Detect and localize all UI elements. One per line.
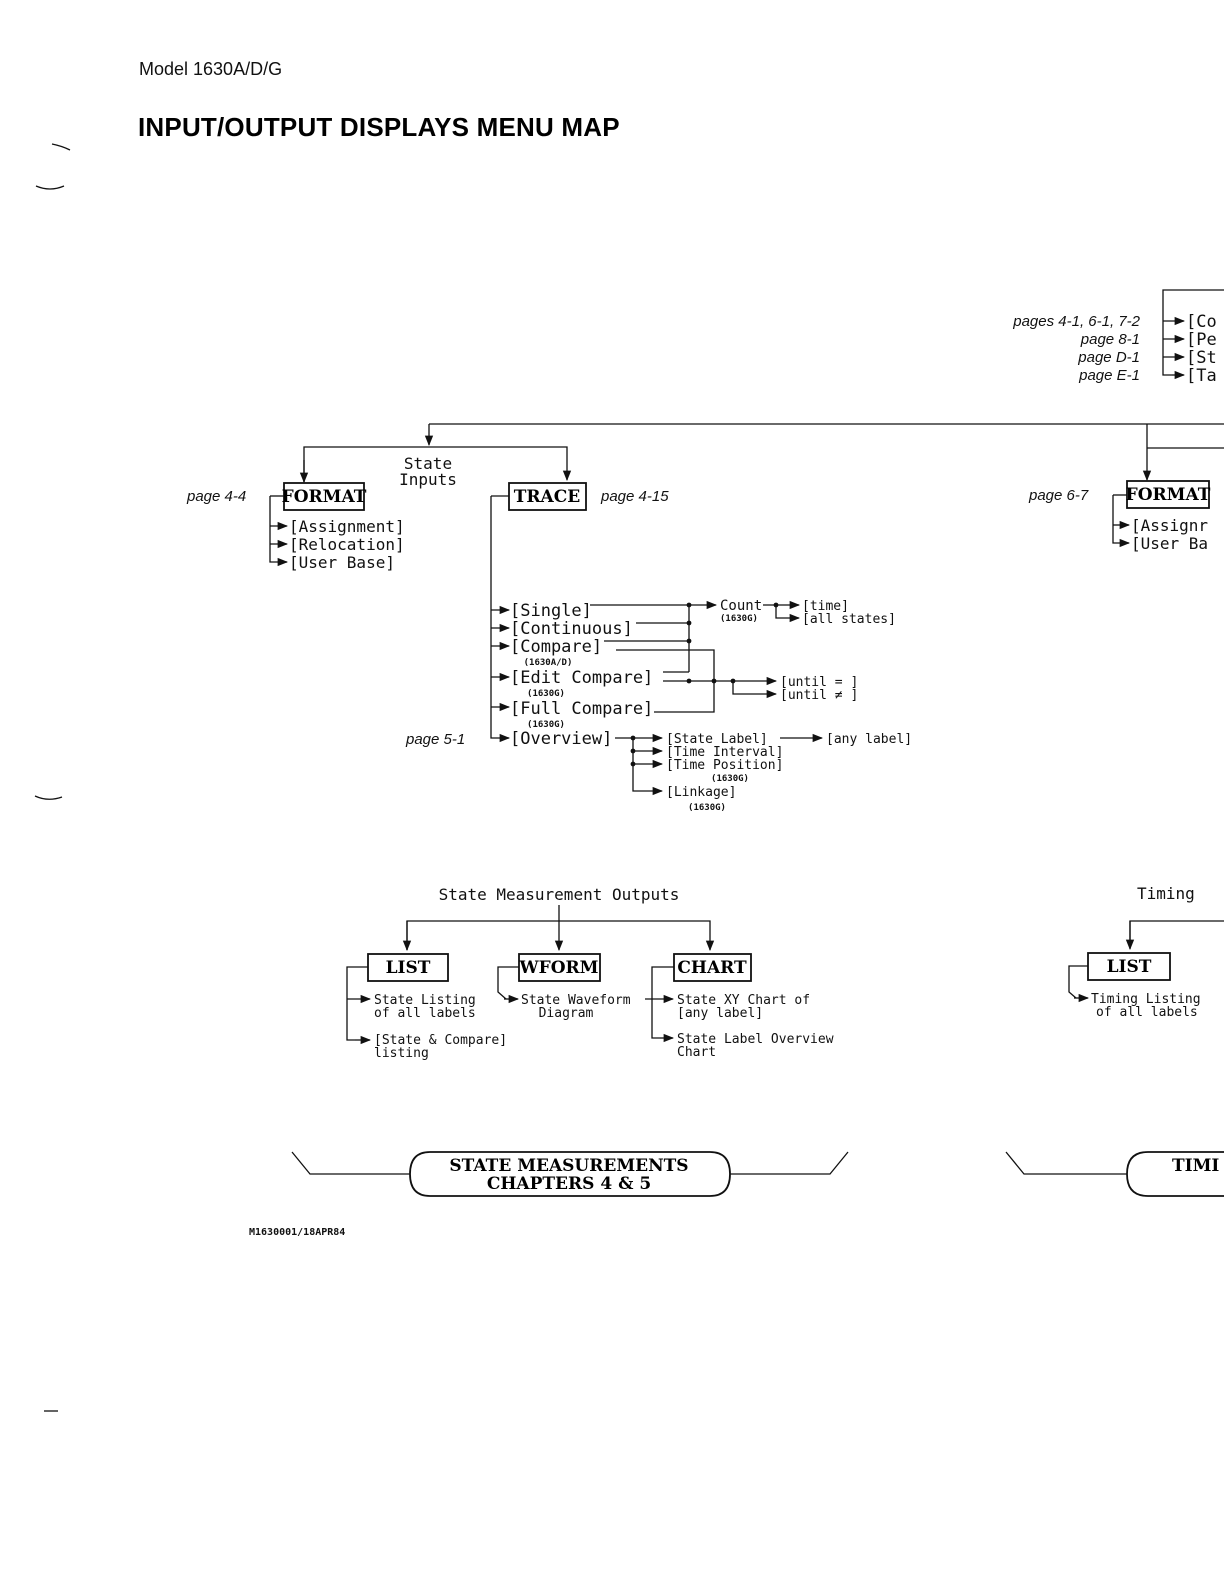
banner-line: CHAPTERS 4 & 5 <box>487 1174 651 1194</box>
wform-box-label: WFORM <box>519 958 599 978</box>
model-note: (1630G) <box>720 614 758 624</box>
trace-item: [Overview] <box>510 729 612 749</box>
overview-item: [Time Interval] <box>666 745 783 760</box>
model-note: (1630G) <box>527 720 565 730</box>
format-box <box>283 482 365 511</box>
menu-item: [Co <box>1186 312 1217 332</box>
main-bus <box>424 423 1224 482</box>
count-item: [all states] <box>802 612 896 627</box>
overview-item: [State Label] <box>666 732 768 747</box>
model-header: Model 1630A/D/G <box>139 59 283 79</box>
state-outputs-title: State Measurement Outputs <box>439 885 680 904</box>
count-label: Count <box>720 598 762 614</box>
model-note: (1630A/D) <box>524 658 573 668</box>
top-right-menu: pages 4-1, 6-1, 7-2 page 8-1 page D-1 pa… <box>1012 289 1224 386</box>
state-inputs-label: State <box>404 454 452 473</box>
format-item: [User Base] <box>289 553 395 572</box>
timing-format-box <box>1126 480 1210 509</box>
timing-banner: TIMI <box>1005 1151 1224 1197</box>
chart-box <box>673 953 752 982</box>
page-ref: page 4-4 <box>186 488 246 505</box>
trace-item: [Single] <box>510 601 592 621</box>
timing-list-item: of all labels <box>1096 1005 1198 1020</box>
chart-item: [any label] <box>677 1006 763 1021</box>
timing-inputs: page 6-7 FORMAT [Assignr [User Ba <box>1028 480 1211 553</box>
page-ref: pages 4-1, 6-1, 7-2 <box>1012 313 1140 330</box>
page-ref: page 4-15 <box>600 488 669 505</box>
figure-code: M1630001/18APR84 <box>249 1227 345 1238</box>
page-ref: page 8-1 <box>1080 331 1140 348</box>
chart-box-label: CHART <box>677 958 747 978</box>
timing-outputs: Timing LIST Timing Listing of all labels <box>1068 884 1224 1020</box>
list-box-label: LIST <box>386 958 431 978</box>
trace-box-label: TRACE <box>514 487 580 507</box>
wform-box <box>518 953 601 982</box>
trace-box <box>508 482 587 511</box>
timing-list-item: Timing Listing <box>1091 992 1201 1007</box>
wform-item: State Waveform <box>521 993 631 1008</box>
state-outputs: State Measurement Outputs LIST State Lis… <box>346 885 834 1061</box>
menu-item: [Ta <box>1186 366 1217 386</box>
timing-list-box-label: LIST <box>1107 957 1152 977</box>
banner-line: STATE MEASUREMENTS <box>449 1156 688 1176</box>
scan-marks <box>34 143 71 1412</box>
any-label-item: [any label] <box>826 732 912 747</box>
chart-item: State Label Overview <box>677 1032 834 1047</box>
format-item: [Relocation] <box>289 535 405 554</box>
trace-item: [Compare] <box>510 637 602 657</box>
timing-outputs-title: Timing <box>1137 884 1195 903</box>
page-ref: page 5-1 <box>405 731 465 748</box>
state-inputs: State Inputs page 4-4 FORMAT [Assignment… <box>186 446 912 813</box>
list-item: of all labels <box>374 1006 476 1021</box>
banner-line: TIMI <box>1172 1156 1219 1176</box>
chart-item: Chart <box>677 1045 716 1060</box>
menu-item: [St <box>1186 348 1217 368</box>
overview-item: [Linkage] <box>666 785 736 800</box>
format-box-label: FORMAT <box>282 487 367 507</box>
page-title: INPUT/OUTPUT DISPLAYS MENU MAP <box>138 112 620 142</box>
chart-item: State XY Chart of <box>677 993 810 1008</box>
trace-item: [Edit Compare] <box>510 668 653 688</box>
count-item: [time] <box>802 599 849 614</box>
overview-item: [Time Position] <box>666 758 783 773</box>
state-banner: STATE MEASUREMENTS CHAPTERS 4 & 5 <box>291 1151 849 1197</box>
state-inputs-label: Inputs <box>399 470 457 489</box>
model-note: (1630G) <box>688 803 726 813</box>
wform-item: Diagram <box>539 1006 594 1021</box>
list-item: listing <box>374 1046 429 1061</box>
trace-item: [Full Compare] <box>510 699 653 719</box>
page-ref: page 6-7 <box>1028 487 1089 504</box>
timing-format-item: [User Ba <box>1131 534 1208 553</box>
model-note: (1630G) <box>527 689 565 699</box>
page-ref: page E-1 <box>1078 367 1140 384</box>
list-item: State Listing <box>374 993 476 1008</box>
list-item: [State & Compare] <box>374 1033 507 1048</box>
format-item: [Assignment] <box>289 517 405 536</box>
until-item: [until ≠ ] <box>780 688 858 703</box>
menu-item: [Pe <box>1186 330 1217 350</box>
timing-list-box <box>1087 952 1171 981</box>
trace-item: [Continuous] <box>510 619 633 639</box>
page-ref: page D-1 <box>1077 349 1140 366</box>
until-item: [until = ] <box>780 675 858 690</box>
timing-format-item: [Assignr <box>1131 516 1208 535</box>
model-note: (1630G) <box>711 774 749 784</box>
timing-format-box-label: FORMAT <box>1126 485 1211 505</box>
